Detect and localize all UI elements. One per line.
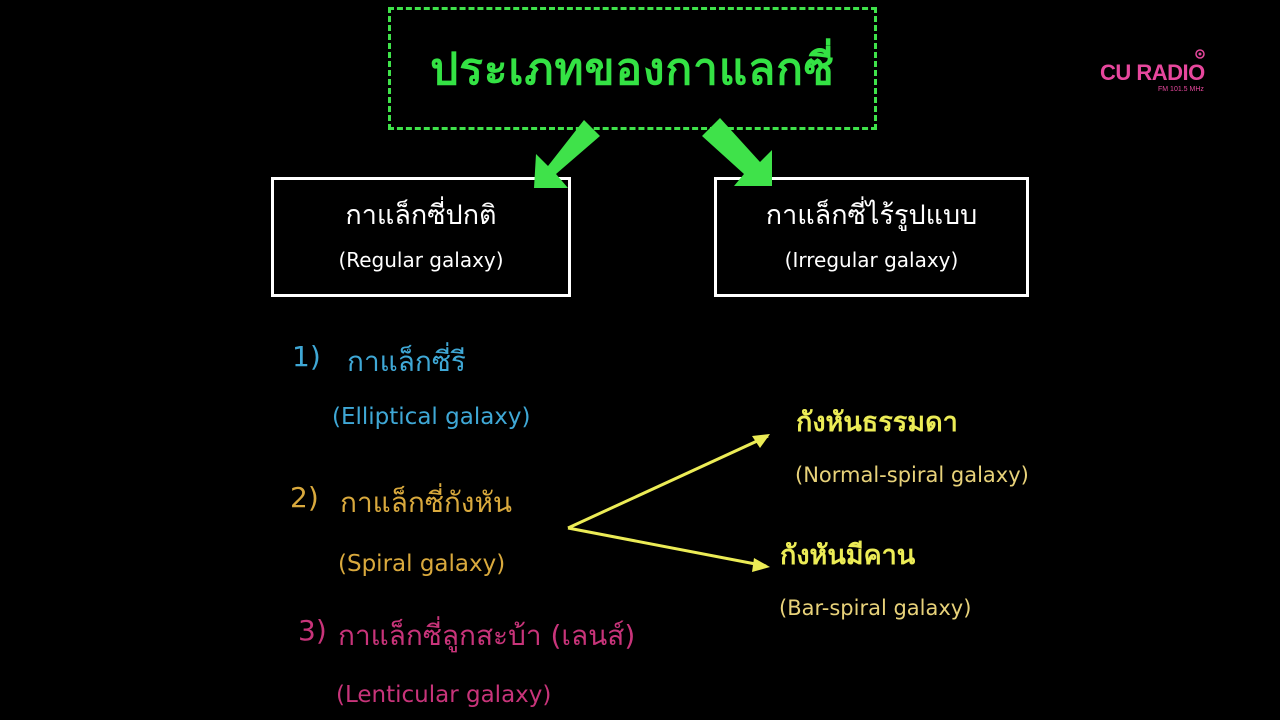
irregular-galaxy-thai: กาแล็กซี่ไร้รูปแบบ bbox=[765, 200, 978, 231]
regular-galaxy-box: กาแล็กซี่ปกติ (Regular galaxy) bbox=[271, 177, 571, 297]
cu-radio-logo: CU RADIO bbox=[1100, 60, 1205, 85]
diagram-title: ประเภทของกาแลกซี่ bbox=[430, 43, 835, 95]
elliptical-english: (Elliptical galaxy) bbox=[332, 404, 531, 430]
spiral-thai: กาแล็กซี่กังหัน bbox=[340, 486, 513, 519]
elliptical-thai: กาแล็กซี่รี bbox=[347, 345, 466, 378]
spiral-number: 2) bbox=[290, 481, 319, 514]
spiral-english: (Spiral galaxy) bbox=[338, 551, 506, 577]
radio-antenna-icon bbox=[1195, 49, 1205, 59]
green-arrow-left bbox=[534, 120, 600, 188]
cu-radio-frequency: FM 101.5 MHz bbox=[1158, 86, 1204, 93]
irregular-galaxy-english: (Irregular galaxy) bbox=[784, 248, 959, 272]
title-box: ประเภทของกาแลกซี่ bbox=[388, 7, 877, 130]
irregular-galaxy-box: กาแล็กซี่ไร้รูปแบบ (Irregular galaxy) bbox=[714, 177, 1029, 297]
yellow-arrow-lower bbox=[567, 526, 770, 572]
yellow-arrow-upper bbox=[567, 434, 770, 530]
bar-spiral-english: (Bar-spiral galaxy) bbox=[779, 596, 972, 620]
regular-galaxy-english: (Regular galaxy) bbox=[338, 248, 504, 272]
normal-spiral-thai: กังหันธรรมดา bbox=[796, 407, 958, 438]
regular-galaxy-thai: กาแล็กซี่ปกติ bbox=[345, 200, 497, 231]
lenticular-english: (Lenticular galaxy) bbox=[336, 682, 552, 708]
lenticular-thai: กาแล็กซี่ลูกสะบ้า (เลนส์) bbox=[338, 619, 636, 652]
normal-spiral-english: (Normal-spiral galaxy) bbox=[795, 463, 1029, 487]
elliptical-number: 1) bbox=[292, 340, 321, 373]
lenticular-number: 3) bbox=[298, 614, 327, 647]
green-arrow-right bbox=[702, 118, 772, 186]
bar-spiral-thai: กังหันมีคาน bbox=[780, 540, 916, 571]
